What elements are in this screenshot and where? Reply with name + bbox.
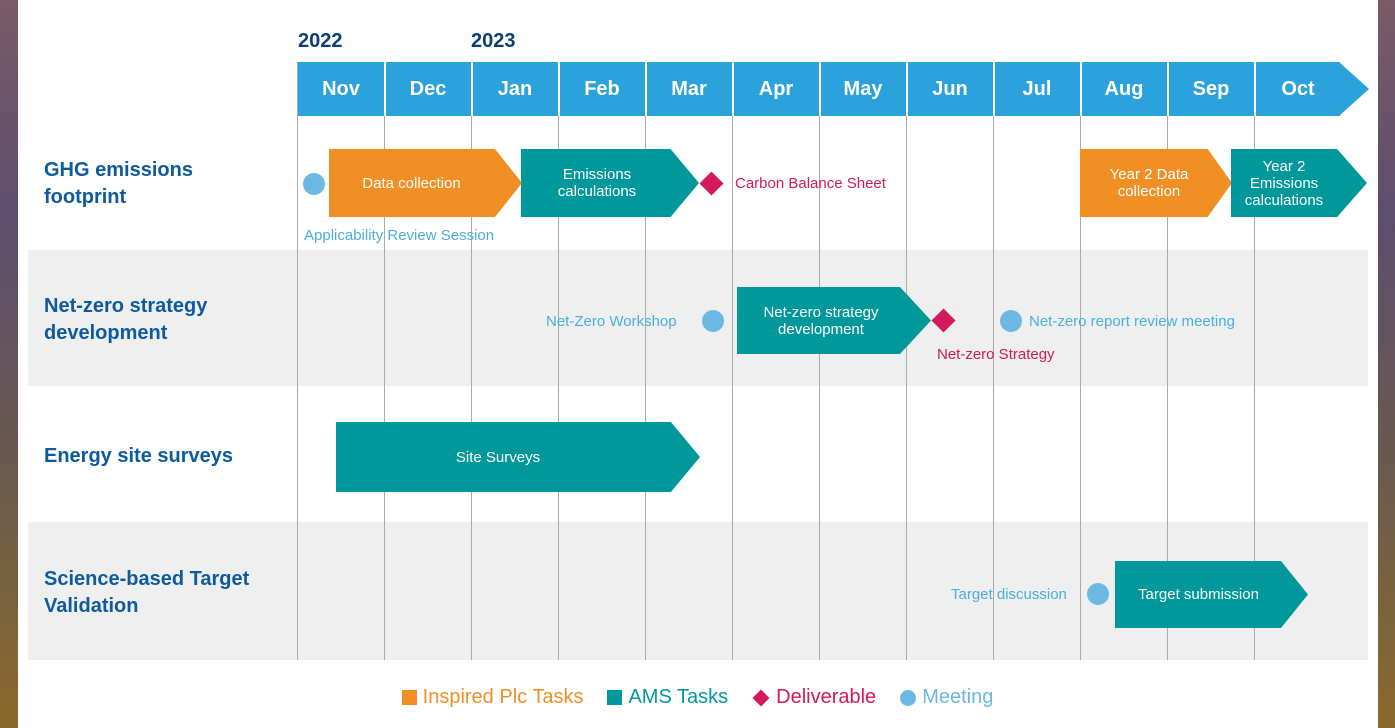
grid-line	[1254, 62, 1255, 660]
month-separator	[384, 62, 386, 116]
month-separator	[993, 62, 995, 116]
meeting-dot	[1087, 583, 1109, 605]
month-separator	[1254, 62, 1256, 116]
grid-line	[471, 62, 472, 660]
month-separator	[906, 62, 908, 116]
legend-label-meeting: Meeting	[922, 686, 994, 708]
grid-line	[558, 62, 559, 660]
legend: Inspired Plc Tasks AMS Tasks Deliverable…	[0, 686, 1395, 709]
meeting-label-applicability-review: Applicability Review Session	[304, 227, 495, 244]
month-jul: Jul	[1022, 77, 1052, 100]
month-separator	[558, 62, 560, 116]
legend-label-ams: AMS Tasks	[628, 686, 729, 708]
orange-square-icon	[401, 690, 417, 705]
month-separator	[1080, 62, 1082, 116]
meeting-label-net-zero-workshop: Net-Zero Workshop	[546, 313, 677, 330]
task-emissions-calculations[interactable]: Emissions calculations	[521, 149, 699, 217]
month-nov: Nov	[322, 77, 360, 100]
grid-line	[993, 62, 994, 660]
grid-line	[819, 62, 820, 660]
month-separator	[732, 62, 734, 116]
grid-line	[645, 62, 646, 660]
legend-item-meeting: Meeting	[900, 686, 993, 709]
grid-line	[732, 62, 733, 660]
legend-item-ams: AMS Tasks	[607, 686, 728, 709]
meeting-dot	[1000, 310, 1022, 332]
teal-square-icon	[607, 690, 623, 705]
diamond-icon	[752, 689, 770, 706]
month-separator	[645, 62, 647, 116]
task-site-surveys[interactable]: Site Surveys	[336, 422, 700, 492]
month-feb: Feb	[584, 77, 620, 100]
month-sep: Sep	[1192, 77, 1230, 100]
meeting-label-net-zero-report-review: Net-zero report review meeting	[1029, 313, 1235, 330]
month-apr: Apr	[758, 77, 794, 100]
year-label-2022: 2022	[298, 30, 343, 52]
task-data-collection[interactable]: Data collection	[329, 149, 522, 217]
grid-line	[297, 62, 298, 660]
legend-label-deliverable: Deliverable	[776, 686, 877, 708]
month-jan: Jan	[497, 77, 533, 100]
month-jun: Jun	[932, 77, 968, 100]
month-separator	[1167, 62, 1169, 116]
grid-line	[384, 62, 385, 660]
meeting-dot	[702, 310, 724, 332]
row-label-energy: Energy site surveys	[44, 445, 233, 467]
legend-label-inspired: Inspired Plc Tasks	[422, 686, 584, 708]
month-mar: Mar	[671, 77, 707, 100]
row-label-ghg: GHG emissions footprint	[44, 159, 193, 208]
grid-line	[906, 62, 907, 660]
deliverable-label-carbon-balance-sheet: Carbon Balance Sheet	[735, 175, 886, 192]
task-target-submission[interactable]: Target submission	[1115, 561, 1308, 628]
grid-line	[1080, 62, 1081, 660]
legend-item-deliverable: Deliverable	[752, 686, 876, 709]
month-dec: Dec	[409, 77, 447, 100]
task-year2-data-collection[interactable]: Year 2 Data collection	[1080, 149, 1232, 217]
task-year2-emissions-calculations[interactable]: Year 2 Emissions calculations	[1231, 149, 1367, 217]
month-separator	[819, 62, 821, 116]
grid-line	[1167, 62, 1168, 660]
legend-item-inspired: Inspired Plc Tasks	[401, 686, 584, 709]
meeting-label-target-discussion: Target discussion	[951, 586, 1067, 603]
task-net-zero-strategy-development[interactable]: Net-zero strategy development	[737, 287, 931, 354]
meeting-dot	[303, 173, 325, 195]
row-label-sbt: Science-based Target Validation	[44, 568, 250, 617]
row-label-net-zero: Net-zero strategy development	[44, 295, 208, 344]
month-may: May	[843, 77, 883, 100]
year-label-2023: 2023	[471, 30, 516, 52]
circle-icon	[900, 689, 917, 706]
deliverable-label-net-zero-strategy: Net-zero Strategy	[937, 346, 1055, 363]
month-aug: Aug	[1104, 77, 1144, 100]
row-band-net-zero	[28, 250, 1368, 386]
month-oct: Oct	[1281, 77, 1315, 100]
month-separator	[471, 62, 473, 116]
